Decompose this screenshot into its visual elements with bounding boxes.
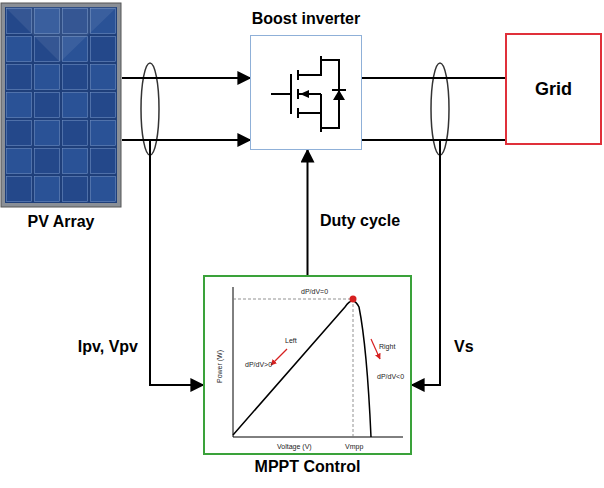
chart-annotation: dP/dV=0 (301, 288, 328, 295)
chart-annotation: Power (W) (216, 350, 223, 383)
chart-annotation: Vmpp (345, 443, 363, 450)
pv-array: PV Array (0, 2, 122, 208)
node-label: Grid (535, 79, 572, 100)
chart-annotation: Voltage (V) (277, 443, 312, 450)
chart-annotation: dP/dV>0 (245, 361, 272, 368)
node-heading: Boost inverter (252, 10, 360, 28)
mosfet-symbol (251, 36, 363, 151)
grid-box: Grid (505, 33, 602, 145)
signal-wire (362, 77, 505, 79)
signal-label: Duty cycle (318, 212, 402, 230)
signal-label: Ipv, Vpv (76, 338, 140, 356)
pv-curve-chart (205, 277, 410, 453)
signal-wire (412, 140, 505, 385)
signal-label: Vs (452, 338, 476, 356)
pv-panel-picture (0, 2, 122, 208)
signal-wire (122, 77, 250, 79)
controller-box: MPPT ControldP/dV=0LeftdP/dV>0RightdP/dV… (203, 275, 412, 455)
node-heading: PV Array (28, 213, 95, 231)
chart-annotation: dP/dV<0 (377, 373, 404, 380)
inverter-box: Boost inverter (250, 35, 362, 150)
signal-wire (307, 150, 309, 275)
chart-annotation: Left (285, 337, 297, 344)
chart-annotation: Right (379, 343, 395, 350)
node-heading: MPPT Control (255, 458, 361, 476)
